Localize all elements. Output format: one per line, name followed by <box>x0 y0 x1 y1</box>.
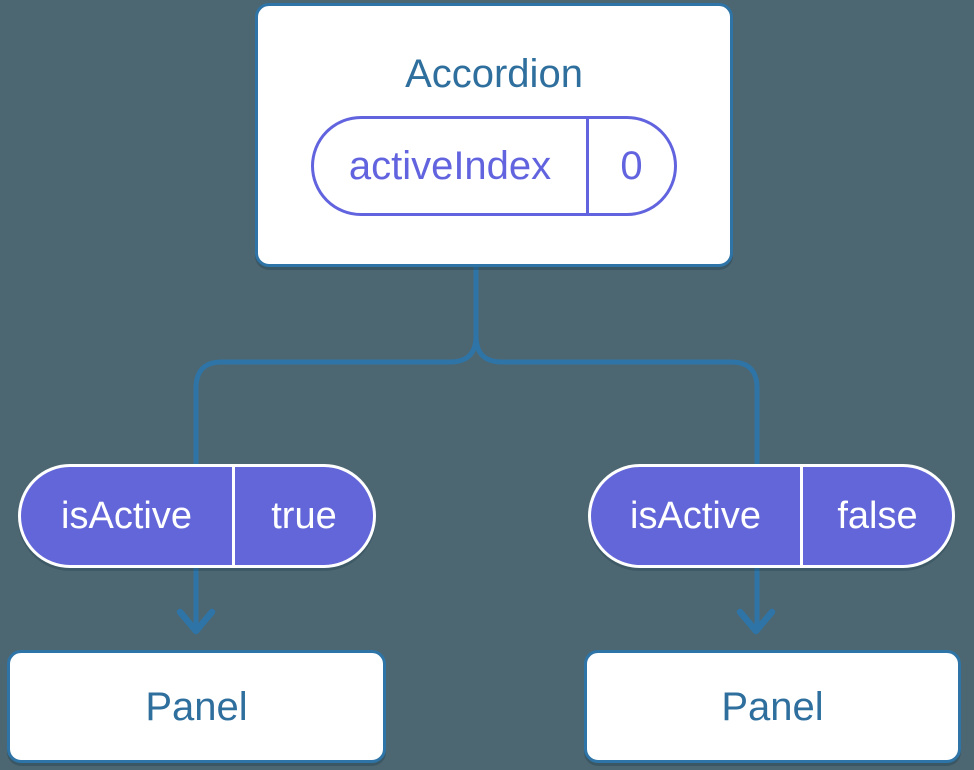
accordion-title: Accordion <box>405 52 583 96</box>
panel-title-left: Panel <box>145 684 248 729</box>
prop-name-left: isActive <box>61 495 192 537</box>
prop-value-right: false <box>837 495 918 537</box>
right-connector-line <box>473 265 760 629</box>
prop-pill-right-divider <box>800 467 803 565</box>
prop-pill-right: isActive false <box>588 464 955 568</box>
state-value: 0 <box>620 144 643 188</box>
left-connector-line <box>193 265 479 629</box>
prop-value-left: true <box>271 495 337 537</box>
panel-title-right: Panel <box>721 684 824 729</box>
prop-pill-left: isActive true <box>18 464 376 568</box>
prop-pill-left-divider <box>232 467 235 565</box>
prop-name-right: isActive <box>630 495 761 537</box>
left-arrow-down-icon <box>176 608 216 635</box>
panel-node-right: Panel <box>584 650 961 763</box>
accordion-node: Accordion activeIndex 0 <box>255 3 733 267</box>
right-arrow-down-icon <box>736 608 776 635</box>
state-pill-divider <box>586 119 589 213</box>
panel-node-left: Panel <box>7 650 386 763</box>
state-pill: activeIndex 0 <box>311 116 677 216</box>
state-name: activeIndex <box>348 144 552 188</box>
